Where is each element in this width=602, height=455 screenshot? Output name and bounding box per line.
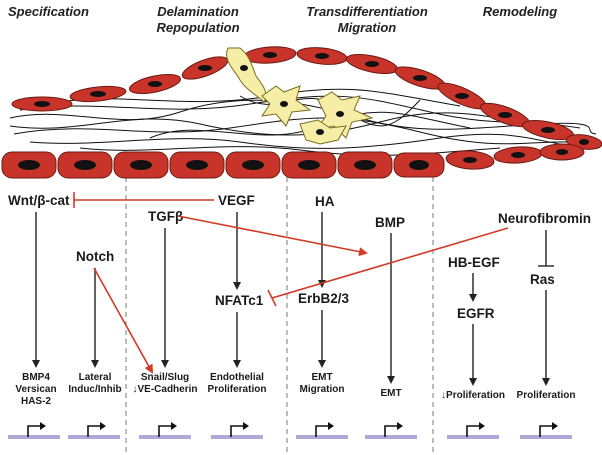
node-tgfb: TGFβ bbox=[148, 209, 183, 224]
endocardial-lower-layer bbox=[1, 143, 585, 179]
node-notch: Notch bbox=[76, 249, 114, 264]
neurofibromin-inhibits-nfatc1 bbox=[271, 227, 509, 299]
node-vegf: VEGF bbox=[218, 193, 255, 208]
promoter-arrow-icon bbox=[384, 425, 399, 437]
promoter-arrow-icon bbox=[158, 425, 173, 437]
promoter-arrow-icon bbox=[27, 425, 42, 437]
tgfb-activates-bmp bbox=[177, 215, 368, 257]
node-hbegf: HB-EGF bbox=[448, 255, 500, 270]
output-down-proliferation: ↓Proliferation bbox=[441, 390, 505, 401]
output-proliferation: Proliferation bbox=[517, 390, 576, 401]
output-lateral-line1: Lateral bbox=[79, 372, 112, 383]
promoter-arrow-icon bbox=[87, 425, 102, 437]
notch-activates-snail bbox=[93, 267, 153, 374]
mesenchymal-cell bbox=[226, 47, 267, 103]
inhibition-neurofibromin-ras bbox=[538, 230, 554, 267]
output-snail-line1: Snail/Slug bbox=[141, 372, 189, 383]
promoter-arrow-icon bbox=[539, 425, 554, 437]
phase-transdifferentiation: Transdifferentiation bbox=[306, 4, 428, 19]
mesenchymal-cells bbox=[226, 47, 374, 145]
red-links bbox=[73, 192, 509, 374]
gene-glyphs bbox=[8, 422, 572, 439]
output-endothelial-line1: Endothelial bbox=[210, 372, 264, 383]
outputs: BMP4 Versican HAS-2 Lateral Induc/Inhib … bbox=[15, 372, 575, 407]
node-bmp: BMP bbox=[375, 215, 405, 230]
activation-arrows bbox=[32, 212, 550, 386]
promoter-arrow-icon bbox=[315, 425, 330, 437]
phase-migration: Migration bbox=[338, 20, 397, 35]
output-bmp4-line2: Versican bbox=[15, 384, 56, 395]
endocardial-upper-layer bbox=[11, 46, 602, 150]
promoter-arrow-icon bbox=[230, 425, 245, 437]
node-ha: HA bbox=[315, 194, 335, 209]
output-endothelial-line2: Proliferation bbox=[208, 384, 267, 395]
phase-delamination: Delamination bbox=[157, 4, 239, 19]
node-neurofibromin: Neurofibromin bbox=[498, 211, 591, 226]
phase-specification: Specification bbox=[8, 4, 89, 19]
output-bmp4-line3: HAS-2 bbox=[21, 396, 51, 407]
node-ras: Ras bbox=[530, 272, 555, 287]
phase-repopulation: Repopulation bbox=[156, 20, 239, 35]
node-wnt: Wnt/β-cat bbox=[8, 193, 70, 208]
promoter-arrow-icon bbox=[466, 425, 481, 437]
output-emt: EMT bbox=[380, 388, 401, 399]
output-lateral-line2: Induc/Inhib bbox=[68, 384, 121, 395]
output-snail-line2: ↓VE-Cadherin bbox=[132, 384, 197, 395]
output-bmp4-line1: BMP4 bbox=[22, 372, 50, 383]
phase-remodeling: Remodeling bbox=[483, 4, 557, 19]
node-nfatc1: NFATc1 bbox=[215, 293, 264, 308]
node-erbb: ErbB2/3 bbox=[298, 291, 350, 306]
output-emt-migration-line2: Migration bbox=[300, 384, 345, 395]
output-emt-migration-line1: EMT bbox=[311, 372, 332, 383]
node-egfr: EGFR bbox=[457, 306, 495, 321]
